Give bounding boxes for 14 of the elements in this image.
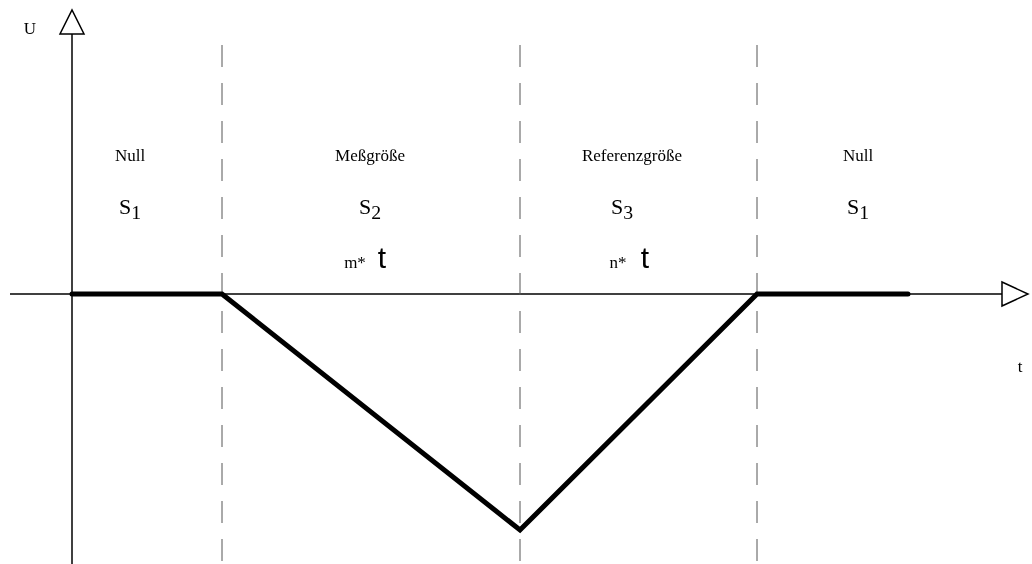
signal-symbol: S$_{3}$ [610, 196, 634, 218]
factor-label: m* [344, 253, 366, 271]
time-symbol: t [640, 243, 650, 273]
phase-label: Meßgröße [335, 146, 405, 164]
phase-label: Null [842, 146, 874, 164]
axis-label: U [23, 19, 37, 37]
signal-symbol: S$_{1}$ [118, 196, 142, 218]
time-symbol: t [377, 243, 387, 273]
phase-label: Null [114, 146, 146, 164]
signal-symbol: S$_{2}$ [358, 196, 382, 218]
factor-label: n* [609, 253, 627, 271]
phase-label: Referenzgröße [581, 146, 683, 164]
axis-label: t [1017, 357, 1023, 375]
signal-symbol: S$_{1}$ [846, 196, 870, 218]
